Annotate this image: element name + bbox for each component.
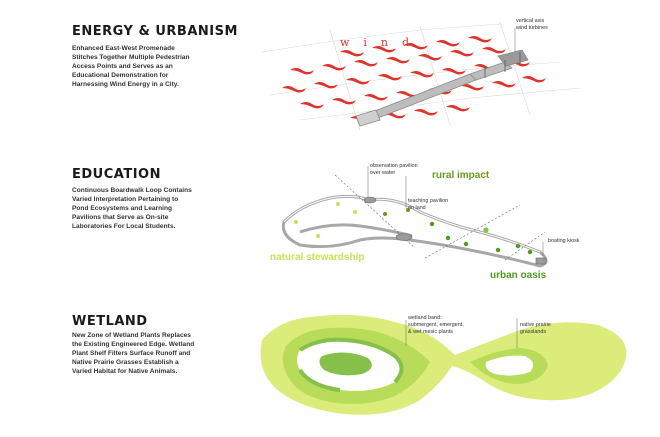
callout-wind-turbines: vertical axis wind turbines	[516, 18, 548, 31]
wind-turbine-icons	[484, 52, 521, 78]
callout-teaching-pavilion: teaching pavilion on land	[408, 198, 449, 211]
zone-natural-stewardship: natural stewardship	[270, 252, 365, 263]
zone-divider-lines	[334, 174, 546, 261]
callout-wetland-band: wetland band: submergent, emergent, & we…	[408, 315, 464, 335]
wetland-inner-islands	[319, 352, 372, 376]
wind-row-3	[282, 60, 530, 93]
observation-pavilion-icon	[363, 196, 377, 204]
energy-title: ENERGY & URBANISM	[72, 24, 238, 39]
education-title: EDUCATION	[72, 167, 161, 182]
wetland-band-dark	[298, 337, 404, 392]
wind-row-1	[340, 36, 492, 57]
zone-rural-impact: rural impact	[432, 170, 490, 181]
callout-boating-kiosk: boating kiosk	[548, 238, 580, 244]
wind-row-2	[290, 47, 506, 75]
wind-label: wind	[340, 36, 424, 49]
callout-observation-pavilion: observation pavilion over water	[370, 163, 418, 176]
boating-kiosk-icon	[535, 257, 547, 265]
boardwalk-inner-line	[283, 195, 541, 253]
wetland-title: WETLAND	[72, 314, 148, 329]
center-pavilion-icon	[395, 233, 413, 241]
energy-context-lines	[261, 21, 581, 131]
station-dots	[294, 202, 533, 255]
zone-urban-oasis: urban oasis	[490, 270, 547, 281]
callout-native-prairie: native prairie grasslands	[520, 322, 551, 335]
promenade	[355, 49, 529, 127]
wetland-callout-leaders	[405, 318, 518, 348]
wetland-description: New Zone of Wetland Plants Replaces the …	[72, 332, 195, 375]
energy-description: Enhanced East-West Promenade Stitches To…	[72, 45, 190, 88]
education-description: Continuous Boardwalk Loop Contains Varie…	[72, 187, 192, 230]
pavilion-icons	[363, 196, 547, 265]
education-callout-leaders	[367, 166, 544, 256]
